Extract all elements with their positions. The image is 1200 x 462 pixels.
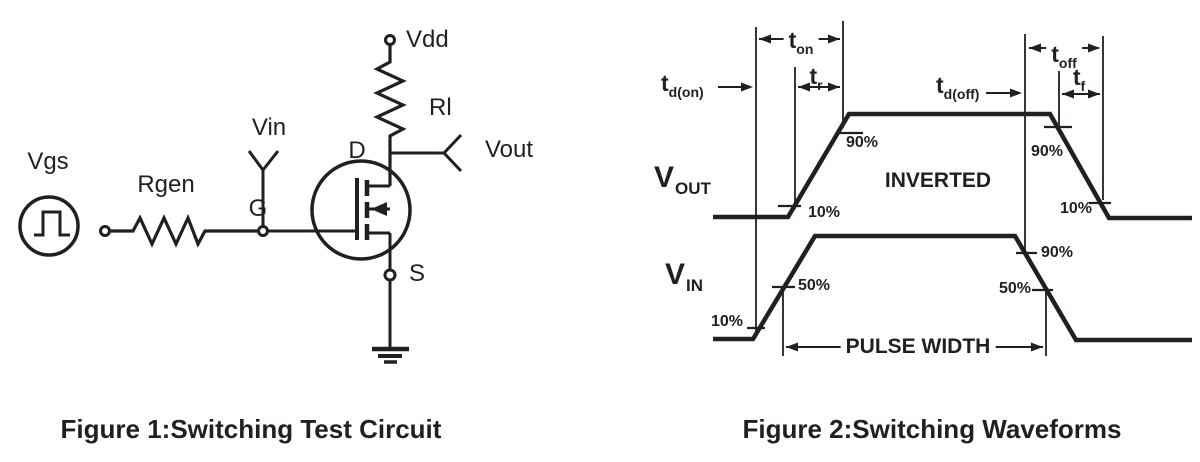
- vin-waveform: [713, 233, 1192, 343]
- t-on-label: ton: [783, 27, 819, 56]
- gate-node: [257, 225, 269, 237]
- figure1-caption: Figure 1:Switching Test Circuit: [60, 414, 442, 444]
- resistor-rl: [373, 45, 407, 186]
- pulse-width-extension-lines: [782, 288, 1047, 356]
- t-r-main: t: [809, 63, 818, 89]
- vin-rise-50-label: 50%: [798, 277, 831, 294]
- t-off-label: toff: [1046, 41, 1082, 70]
- vout-probe-icon: [390, 133, 463, 173]
- t-r-label: tr: [809, 63, 822, 93]
- pulse-width-label: PULSE WIDTH: [840, 336, 996, 357]
- gate-label: G: [248, 195, 268, 222]
- ground-icon: [372, 346, 409, 364]
- vdd-terminal: [384, 34, 396, 46]
- t-f-label: tf: [1072, 64, 1085, 94]
- t-f-main: t: [1072, 64, 1081, 90]
- td-on-label: td(on): [661, 70, 704, 100]
- t-on-main: t: [788, 27, 797, 53]
- rl-label: Rl: [429, 94, 452, 121]
- mosfet-symbol: [310, 159, 412, 261]
- t-on-sub: on: [796, 41, 814, 57]
- t-f-sub: f: [1080, 78, 1086, 94]
- vin-signal-label: VIN: [665, 258, 703, 295]
- t-off-main: t: [1051, 41, 1059, 67]
- resistor-rgen: [109, 213, 259, 248]
- vout-rise-90-label: 90%: [846, 134, 879, 151]
- td-on-sub: d(on): [668, 84, 704, 100]
- vin-probe-icon: [247, 150, 280, 227]
- vin-rise-10-label: 10%: [711, 313, 744, 330]
- vout-waveform: [713, 111, 1192, 221]
- level-ticks: [747, 125, 1111, 330]
- vdd-label: Vdd: [406, 26, 449, 53]
- td-off-label: td(off): [936, 72, 979, 102]
- vin-fall-50-label: 50%: [999, 280, 1032, 297]
- inverted-label: INVERTED: [884, 169, 992, 192]
- t-r-sub: r: [817, 77, 823, 93]
- body-arrow-icon: [371, 202, 387, 216]
- vout-label: Vout: [485, 136, 534, 163]
- rgen-label: Rgen: [137, 171, 195, 198]
- input-terminal: [99, 225, 111, 237]
- vout-signal-sub: OUT: [675, 179, 711, 198]
- source-pin-label: S: [408, 260, 426, 287]
- drain-label: D: [348, 137, 366, 164]
- vout-fall-10-label: 10%: [1060, 200, 1093, 217]
- figure2-caption: Figure 2:Switching Waveforms: [742, 414, 1122, 444]
- vin-fall-90-label: 90%: [1041, 244, 1074, 261]
- vout-fall-90-label: 90%: [1031, 143, 1064, 160]
- dimension-arrows: [718, 34, 1100, 99]
- vin-signal-sub: IN: [686, 276, 704, 295]
- vin-signal-main: V: [665, 258, 686, 291]
- td-off-sub: d(off): [943, 86, 980, 102]
- td-off-main: t: [936, 72, 944, 98]
- vout-rise-10-label: 10%: [808, 204, 841, 221]
- reference-lines: [755, 21, 1104, 331]
- vout-signal-main: V: [654, 161, 675, 194]
- vin-label: Vin: [251, 114, 287, 141]
- pulse-source-icon: [18, 195, 80, 257]
- t-off-sub: off: [1058, 55, 1077, 71]
- td-on-main: t: [661, 70, 669, 96]
- vout-signal-label: VOUT: [654, 161, 711, 198]
- vgs-label: Vgs: [27, 148, 69, 175]
- source-terminal: [383, 233, 397, 349]
